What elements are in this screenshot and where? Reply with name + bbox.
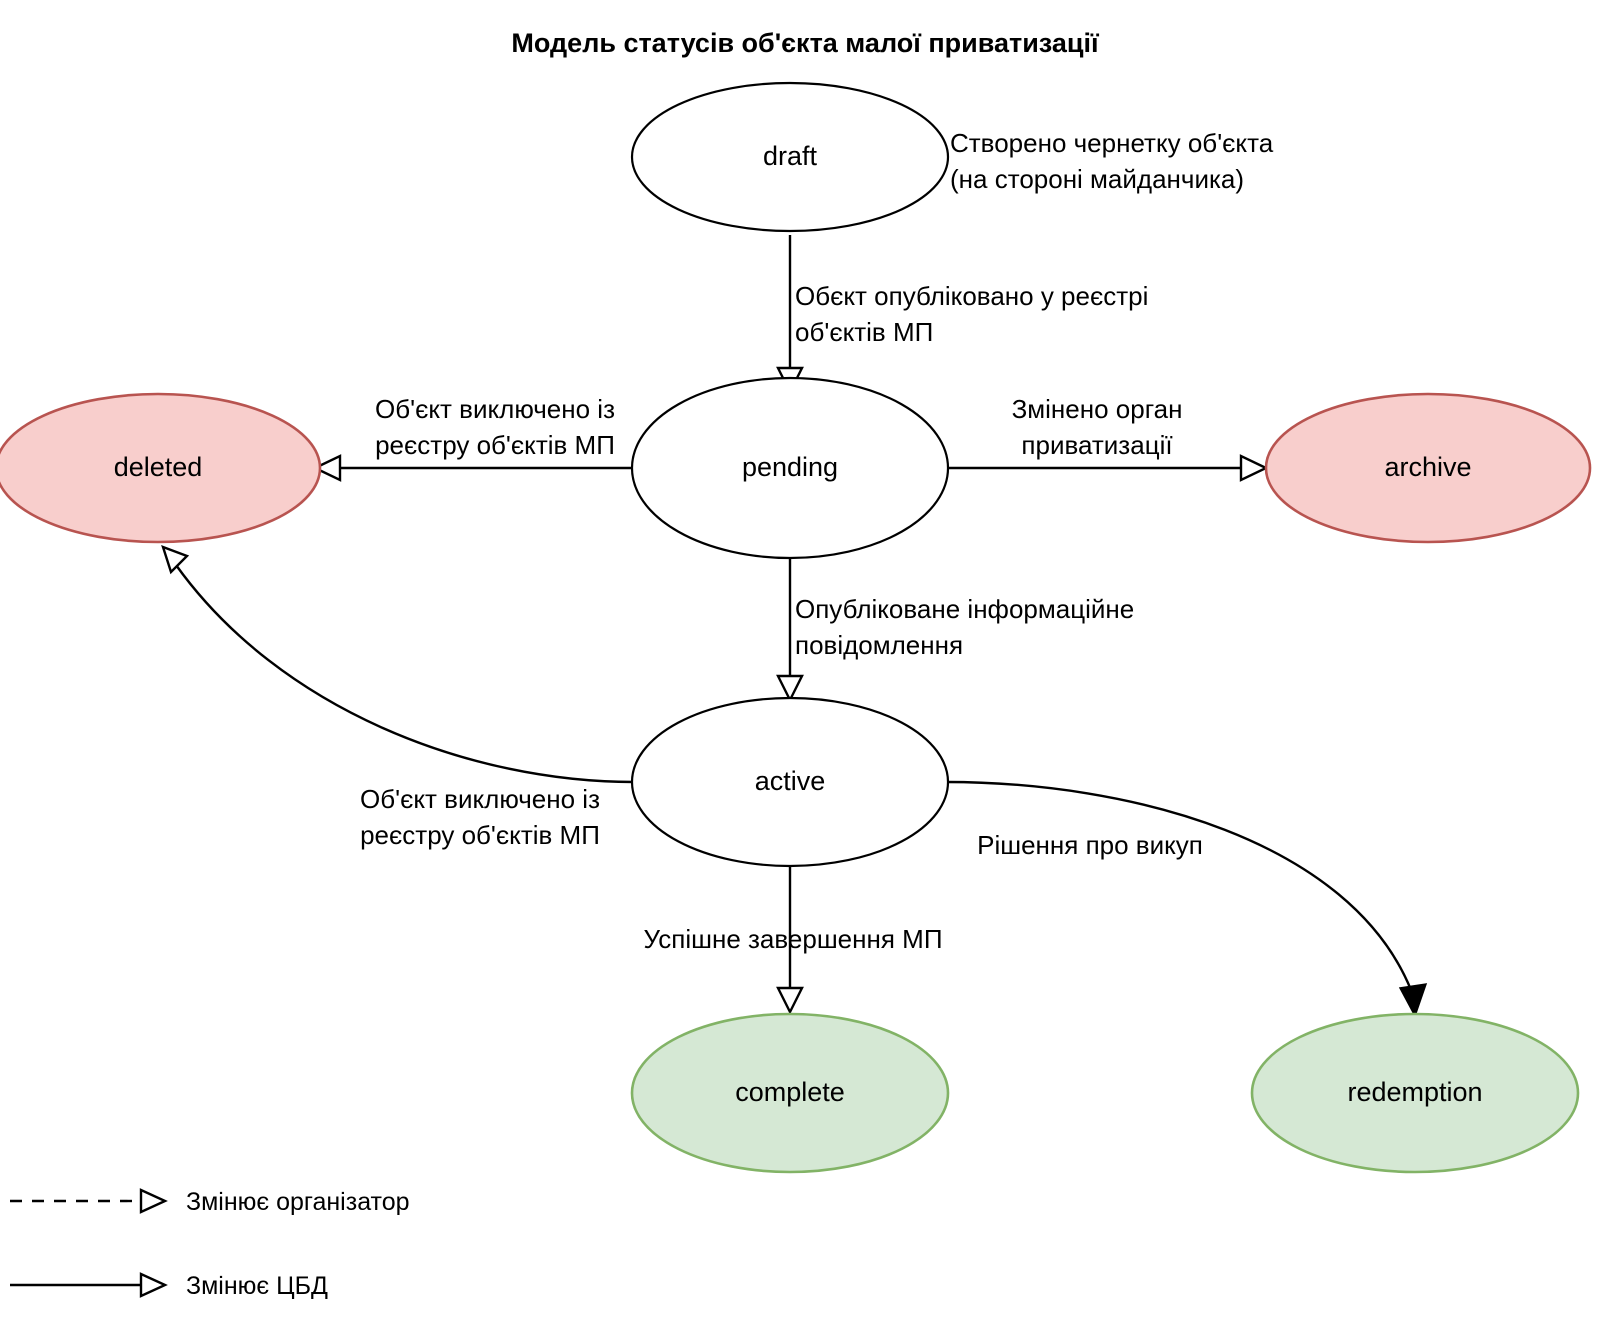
edge-pending-active-label-line2: повідомлення bbox=[795, 630, 963, 660]
node-complete-shape[interactable] bbox=[630, 1012, 950, 1174]
node-pending-label: pending bbox=[742, 452, 838, 482]
arrowhead-open-icon bbox=[139, 1188, 168, 1214]
legend: Змінює організатор Змінює ЦБД bbox=[10, 1188, 410, 1300]
arrowhead-open-icon bbox=[776, 674, 804, 703]
edge-active-complete-label-line1: Успішне завершення МП bbox=[643, 924, 942, 954]
legend-item-cbd-label: Змінює ЦБД bbox=[186, 1272, 328, 1300]
edge-active-redemption: Рішення про викуп bbox=[945, 780, 1428, 1018]
node-active[interactable]: active bbox=[630, 696, 950, 868]
edge-pending-archive-label-line2: приватизації bbox=[1021, 430, 1172, 460]
legend-item-cbd: Змінює ЦБД bbox=[10, 1272, 328, 1300]
edge-draft-pending: Обєкт опубліковано у реєстрі об'єктів МП bbox=[776, 235, 1148, 395]
legend-item-organizer: Змінює організатор bbox=[10, 1188, 410, 1216]
node-complete[interactable]: complete bbox=[630, 1012, 950, 1174]
node-draft[interactable]: draft bbox=[630, 81, 950, 233]
node-archive[interactable]: archive bbox=[1264, 392, 1592, 544]
draft-note: Створено чернетку об'єкта (на стороні ма… bbox=[950, 128, 1274, 194]
draft-note-line2: (на стороні майданчика) bbox=[950, 164, 1244, 194]
arrowhead-filled-icon bbox=[1398, 983, 1428, 1018]
node-active-shape[interactable] bbox=[630, 696, 950, 868]
edge-active-deleted: Об'єкт виключено із реєстру об'єктів МП bbox=[161, 545, 635, 850]
edge-active-deleted-label-line1: Об'єкт виключено із bbox=[360, 784, 600, 814]
edge-pending-deleted: Об'єкт виключено із реєстру об'єктів МП bbox=[312, 394, 634, 482]
node-complete-label: complete bbox=[735, 1077, 845, 1107]
node-draft-shape[interactable] bbox=[630, 81, 950, 233]
legend-item-organizer-label: Змінює організатор bbox=[186, 1188, 410, 1216]
edge-pending-deleted-label-line2: реєстру об'єктів МП bbox=[375, 430, 615, 460]
edge-active-complete: Успішне завершення МП bbox=[643, 866, 943, 1015]
edge-active-deleted-line bbox=[175, 564, 635, 784]
draft-note-line1: Створено чернетку об'єкта bbox=[950, 128, 1274, 158]
arrowhead-open-icon bbox=[161, 545, 190, 575]
edge-active-redemption-line bbox=[945, 780, 1413, 991]
node-pending[interactable]: pending bbox=[630, 376, 950, 560]
edge-active-deleted-label-line2: реєстру об'єктів МП bbox=[360, 820, 600, 850]
edge-pending-deleted-label-line1: Об'єкт виключено із bbox=[375, 394, 615, 424]
arrowhead-open-icon bbox=[312, 454, 342, 482]
node-draft-label: draft bbox=[763, 141, 818, 171]
arrowhead-open-icon bbox=[1239, 454, 1269, 482]
edge-pending-archive-label-line1: Змінено орган bbox=[1012, 394, 1183, 424]
edge-draft-pending-label-line2: об'єктів МП bbox=[795, 317, 933, 347]
node-redemption-shape[interactable] bbox=[1250, 1012, 1580, 1174]
node-deleted[interactable]: deleted bbox=[0, 392, 322, 544]
node-archive-label: archive bbox=[1384, 452, 1471, 482]
node-archive-shape[interactable] bbox=[1264, 392, 1592, 544]
node-redemption-label: redemption bbox=[1347, 1077, 1482, 1107]
arrowhead-open-icon bbox=[776, 986, 804, 1015]
edge-pending-archive: Змінено орган приватизації bbox=[946, 394, 1269, 482]
node-pending-shape[interactable] bbox=[630, 376, 950, 560]
edge-active-redemption-label-line1: Рішення про викуп bbox=[977, 830, 1203, 860]
edge-pending-active: Опубліковане інформаційне повідомлення bbox=[776, 558, 1134, 703]
arrowhead-open-icon bbox=[139, 1272, 168, 1298]
node-active-label: active bbox=[755, 766, 826, 796]
edge-draft-pending-label-line1: Обєкт опубліковано у реєстрі bbox=[795, 281, 1148, 311]
edge-pending-active-label-line1: Опубліковане інформаційне bbox=[795, 594, 1134, 624]
node-deleted-shape[interactable] bbox=[0, 392, 322, 544]
node-deleted-label: deleted bbox=[114, 452, 203, 482]
node-redemption[interactable]: redemption bbox=[1250, 1012, 1580, 1174]
page-title: Модель статусів об'єкта малої приватизац… bbox=[511, 28, 1100, 58]
